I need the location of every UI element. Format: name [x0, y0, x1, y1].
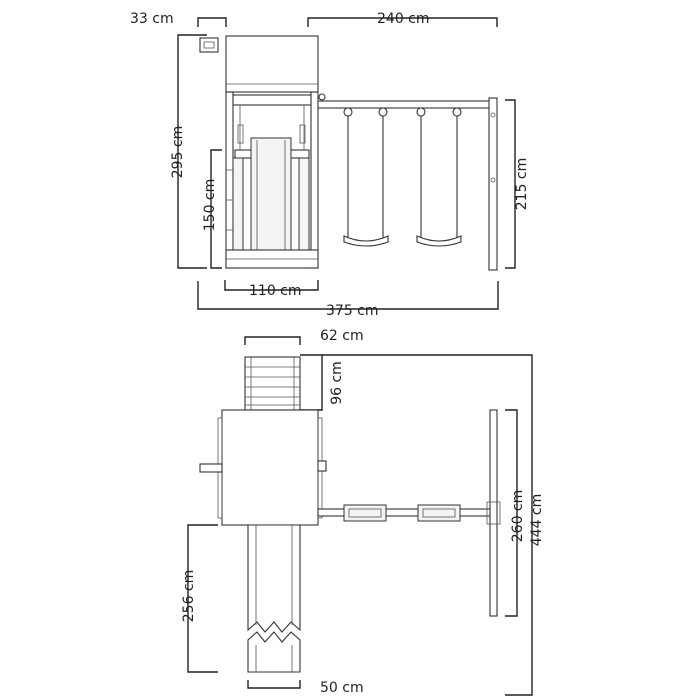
top-swing-set — [317, 409, 501, 617]
platform-height-label: 150 cm — [202, 179, 218, 232]
slide-width-top-label: 50 cm — [320, 680, 364, 696]
top-platform — [199, 409, 327, 526]
beam-length-label: 240 cm — [377, 11, 430, 27]
tower-width-label: 33 cm — [130, 11, 174, 27]
top-view: 62 cm 96 cm 444 cm 260 cm 256 cm 50 cm — [181, 328, 545, 696]
front-swing-set — [317, 97, 498, 271]
top-dimension-lines — [187, 336, 533, 696]
swing-height-label: 215 cm — [514, 158, 530, 211]
ladder-width-label: 62 cm — [320, 328, 364, 344]
total-length-label: 444 cm — [529, 494, 545, 547]
front-dimension-lines — [177, 17, 516, 310]
total-height-label: 295 cm — [170, 126, 186, 179]
front-view: 33 cm 240 cm 295 cm 150 cm 215 cm 110 cm… — [130, 11, 530, 319]
ladder-length-label: 96 cm — [329, 361, 345, 405]
slide-length-label: 256 cm — [181, 570, 197, 623]
slide-width-label: 110 cm — [249, 283, 302, 299]
swing-frame-width-label: 260 cm — [510, 490, 526, 543]
top-ladder — [244, 356, 301, 411]
top-slide — [247, 524, 301, 673]
front-tower — [199, 35, 326, 269]
total-width-label: 375 cm — [326, 303, 379, 319]
